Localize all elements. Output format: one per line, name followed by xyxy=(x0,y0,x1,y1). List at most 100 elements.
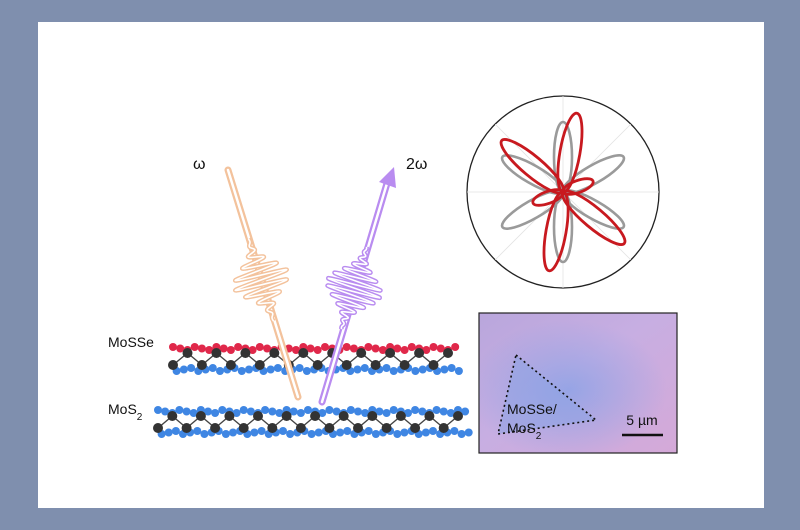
mos2-bottom-atom xyxy=(343,427,352,435)
mosse-bottom-atom xyxy=(418,365,427,374)
mos2-top-atom xyxy=(182,407,191,416)
mosse-top-atom xyxy=(190,343,199,351)
mos2-top-atom xyxy=(318,409,327,417)
mosse-bottom-atom xyxy=(179,365,188,374)
mosse-bottom-atom xyxy=(245,365,253,374)
mos2-bottom-atom xyxy=(221,430,230,438)
mosse-top-atom xyxy=(306,344,315,353)
mos2-top-atom xyxy=(346,406,355,414)
mosse-top-atom xyxy=(234,343,243,351)
mos2-top-atom xyxy=(332,407,341,416)
mos2-bonds xyxy=(157,415,459,429)
mosse-bottom-atom xyxy=(237,367,246,375)
mos2-bottom-atom xyxy=(279,427,287,435)
mosse-bottom-atom xyxy=(447,364,456,372)
mosse-metal-atom xyxy=(211,348,222,358)
mosse-metal-atom xyxy=(443,348,453,358)
shg-beam xyxy=(318,167,396,406)
mos2-top-atom xyxy=(275,409,284,417)
mos2-metal-atom xyxy=(253,411,263,421)
mos2-top-atom xyxy=(354,407,362,416)
pump-wave-packet xyxy=(232,236,290,324)
mosse-bottom-atom xyxy=(382,364,391,372)
mosse-bottom-atom xyxy=(187,364,196,372)
mos2-top-atom xyxy=(382,409,391,417)
mos2-metal-atom xyxy=(310,411,321,421)
figure-panel: MoSSe/ MoS2 5 µm ω 2ω MoSSe MoS2 xyxy=(38,22,764,508)
mosse-metal-atom xyxy=(254,360,265,370)
mosse-top-atom xyxy=(422,346,431,354)
mosse-metal-atom xyxy=(225,360,236,370)
mos2-top-atom xyxy=(439,407,448,416)
mos2-bottom-atom xyxy=(229,428,237,437)
mosse-metal-atom xyxy=(269,348,280,358)
mos2-metal-atom xyxy=(424,411,435,421)
mos2-metal-atom xyxy=(438,423,449,433)
mos2-bottom-atom xyxy=(393,430,402,438)
layer-bottom-label: MoS2 xyxy=(108,401,143,423)
heterostructure-outline xyxy=(496,353,598,435)
mosse-metal-atom xyxy=(414,348,425,358)
mosse-top-atom xyxy=(292,346,300,354)
mos2-metal-atom xyxy=(410,423,421,433)
mos2-bottom-atom xyxy=(450,427,459,435)
mosse-metal-atom xyxy=(240,348,251,358)
mos2-bottom-atom xyxy=(421,428,430,437)
mos2-bottom-atom xyxy=(200,430,209,438)
mos2-top-atom xyxy=(204,407,212,416)
mosse-top-atom xyxy=(436,344,445,353)
mosse-bottom-atom xyxy=(273,364,282,372)
mosse-metal-atom xyxy=(356,348,367,358)
mosse-top-atom xyxy=(205,346,214,354)
mos2-metal-atom xyxy=(210,423,221,433)
mos2-bottom-atom xyxy=(250,428,259,437)
mos2-bottom-atom xyxy=(336,428,345,437)
mos2-top-atom xyxy=(211,409,220,417)
mos2-metal-atom xyxy=(153,423,163,433)
beam-in-label: ω xyxy=(193,156,206,173)
mosse-bottom-atom xyxy=(411,367,420,375)
mosse-top-atom xyxy=(378,346,387,354)
mosse-top-atom xyxy=(313,346,322,354)
mos2-bottom-atom xyxy=(286,430,295,438)
mos2-metal-atom xyxy=(167,411,178,421)
mosse-bottom-atom xyxy=(360,364,369,372)
mosse-top-atom xyxy=(219,344,228,353)
mos2-top-atom xyxy=(389,406,398,414)
mos2-top-atom xyxy=(239,406,248,414)
mos2-top-atom xyxy=(375,407,384,416)
mos2-metal-atom xyxy=(353,423,363,433)
mos2-bottom-atom xyxy=(371,430,380,438)
mosse-top-atom xyxy=(255,343,264,351)
mos2-top-atom xyxy=(175,406,184,414)
mos2-top-atom xyxy=(304,406,312,414)
mosse-bottom-atom xyxy=(216,367,224,375)
mos2-top-atom xyxy=(446,409,455,417)
mos2-bottom-atom xyxy=(314,428,323,437)
mos2-bottom-atom xyxy=(429,427,437,435)
mosse-metal-atom xyxy=(196,360,207,370)
mos2-metal-atom xyxy=(238,423,249,433)
mosse-top-atom xyxy=(429,343,438,351)
mosse-top-atom xyxy=(169,343,177,351)
polar-plot xyxy=(466,95,660,289)
mosse-top-atom xyxy=(226,346,235,354)
shg-arrowhead xyxy=(379,167,396,188)
mos2-bottom-atom xyxy=(257,427,266,435)
mosse-bottom-atom xyxy=(389,367,398,375)
mosse-metal-atom xyxy=(312,360,323,370)
mosse-top-atom xyxy=(321,343,329,351)
mosse-bottom-atom xyxy=(353,365,362,374)
mos2-metal-atom xyxy=(395,411,406,421)
mos2-metal-atom xyxy=(267,423,278,433)
mosse-top-atom xyxy=(364,343,373,351)
mosse-bottom-atom xyxy=(208,364,217,372)
mos2-top-atom xyxy=(296,409,305,417)
mos2-bottom-atom xyxy=(464,428,473,437)
mos2-top-atom xyxy=(289,407,298,416)
mos2-top-atom xyxy=(418,407,427,416)
mos2-metal-atom xyxy=(453,411,463,421)
mosse-top-atom xyxy=(263,344,272,353)
mos2-metal-atom xyxy=(195,411,206,421)
mosse-metal-atom xyxy=(385,348,396,358)
